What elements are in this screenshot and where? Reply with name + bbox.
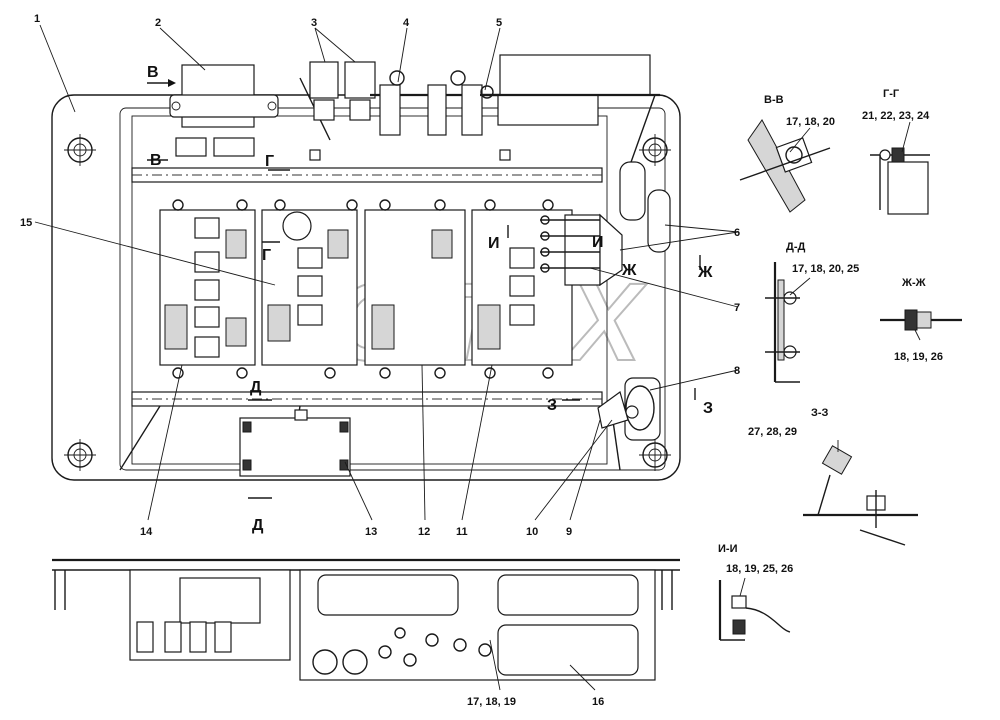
section-vv-drawing [739, 119, 831, 213]
callout-7: 7 [734, 302, 740, 314]
section-dd-title: Д-Д [786, 241, 805, 253]
block-bolts [172, 199, 554, 379]
callout-3: 3 [311, 17, 317, 29]
section-gg-title: Г-Г [883, 88, 900, 100]
callout-15: 15 [20, 217, 32, 229]
section-mark-i: И [488, 235, 500, 252]
leader-lines [34, 24, 921, 691]
section-arrows [147, 79, 701, 499]
lamp-assembly-8 [597, 377, 661, 441]
callout-4: 4 [403, 17, 410, 29]
corner-bolt [639, 134, 671, 166]
cover-plate-lower [497, 94, 599, 126]
section-ii-title: И-И [718, 543, 738, 555]
callout-8: 8 [734, 365, 740, 377]
section-mark-d: Д [252, 517, 264, 534]
relay-box-2 [169, 64, 279, 157]
section-dd-drawing [765, 262, 800, 383]
section-zz-title: З-З [811, 407, 829, 419]
section-vv-title: В-В [764, 94, 784, 106]
terminal-connector-6 [540, 213, 623, 287]
section-gg-parts: 21, 22, 23, 24 [862, 110, 930, 122]
callout-6: 6 [734, 227, 740, 239]
fuse-block-11 [471, 209, 573, 366]
side-view [52, 558, 680, 681]
callout-5: 5 [496, 17, 502, 29]
section-mark-v: В [147, 64, 159, 81]
connector-housing [619, 161, 671, 253]
connector-13 [239, 409, 351, 477]
cover-plate [499, 54, 651, 96]
section-mark-i: И [592, 234, 604, 251]
section-gg-drawing [870, 147, 930, 215]
section-zz-parts: 27, 28, 29 [748, 426, 797, 438]
callout-12: 12 [418, 526, 430, 538]
section-mark-d: Д [250, 379, 262, 396]
callout-11: 11 [456, 526, 468, 538]
corner-bolt [639, 439, 671, 471]
corner-bolt [64, 439, 96, 471]
section-zhzh-parts: 18, 19, 26 [894, 351, 943, 363]
callout-2: 2 [155, 17, 161, 29]
corner-bolt [64, 134, 96, 166]
callout-14: 14 [140, 526, 153, 538]
relays-3 [309, 61, 376, 121]
callout-13: 13 [365, 526, 377, 538]
callout-10: 10 [526, 526, 538, 538]
callout-9: 9 [566, 526, 572, 538]
callout-1: 1 [34, 13, 40, 25]
fuse-block-14 [159, 209, 256, 366]
terminal-strip-4 [370, 70, 500, 136]
section-vv-parts: 17, 18, 20 [786, 116, 835, 128]
section-mark-zh: Ж [697, 264, 713, 281]
fuse-block-12 [364, 209, 466, 366]
section-dd-parts: 17, 18, 20, 25 [792, 263, 859, 275]
section-zz-drawing [803, 445, 918, 546]
section-ii-drawing [718, 580, 791, 641]
section-mark-z: З [547, 397, 557, 414]
section-mark-g: Г [265, 153, 274, 170]
section-zhzh-drawing [880, 309, 962, 331]
section-mark-zh: Ж [621, 262, 637, 279]
section-ii-parts: 18, 19, 25, 26 [726, 563, 793, 575]
section-zhzh-title: Ж-Ж [901, 277, 926, 289]
section-mark-v: В [150, 152, 162, 169]
callout-16: 16 [592, 696, 604, 708]
fuse-block-15 [261, 209, 358, 366]
callout-17-18-19: 17, 18, 19 [467, 696, 516, 708]
section-mark-z: З [703, 400, 713, 417]
section-mark-g: Г [262, 247, 271, 264]
